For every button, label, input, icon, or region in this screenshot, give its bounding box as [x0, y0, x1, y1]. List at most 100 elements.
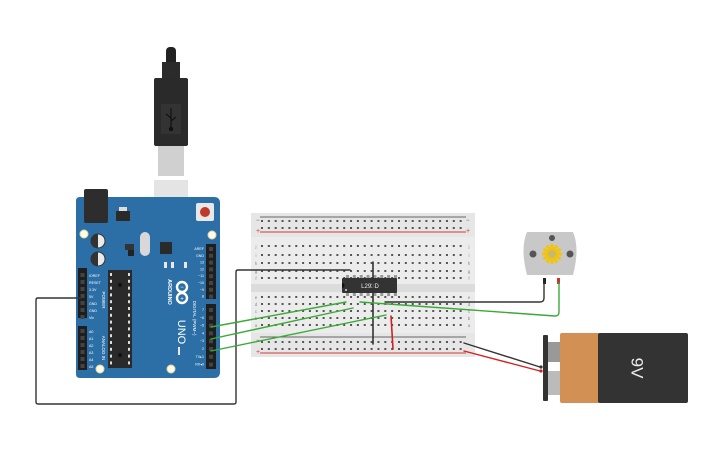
breadboard-hole[interactable]: [411, 341, 414, 343]
header-socket[interactable]: [80, 357, 85, 361]
breadboard-hole[interactable]: [350, 310, 353, 312]
header-socket[interactable]: [80, 294, 85, 298]
breadboard-hole[interactable]: [336, 262, 339, 264]
breadboard-hole[interactable]: [445, 341, 448, 343]
breadboard-hole[interactable]: [308, 296, 311, 298]
breadboard-hole[interactable]: [391, 262, 394, 264]
breadboard-hole[interactable]: [288, 317, 291, 319]
breadboard-hole[interactable]: [404, 220, 407, 222]
breadboard-hole[interactable]: [267, 317, 270, 319]
breadboard-hole[interactable]: [432, 303, 435, 305]
breadboard-hole[interactable]: [302, 227, 305, 229]
breadboard-hole[interactable]: [384, 245, 387, 247]
breadboard-hole[interactable]: [404, 270, 407, 272]
breadboard-hole[interactable]: [261, 262, 263, 264]
breadboard-hole[interactable]: [452, 245, 455, 247]
breadboard-hole[interactable]: [452, 317, 455, 319]
breadboard-hole[interactable]: [363, 317, 366, 319]
breadboard-hole[interactable]: [267, 324, 270, 326]
breadboard-hole[interactable]: [398, 270, 400, 272]
breadboard-hole[interactable]: [377, 220, 380, 222]
breadboard-hole[interactable]: [404, 245, 407, 247]
breadboard-hole[interactable]: [398, 303, 400, 305]
breadboard-hole[interactable]: [302, 303, 305, 305]
breadboard-hole[interactable]: [281, 324, 284, 326]
breadboard-hole[interactable]: [343, 348, 346, 350]
breadboard-hole[interactable]: [432, 341, 435, 343]
header-socket[interactable]: [209, 315, 213, 320]
breadboard-hole[interactable]: [363, 341, 366, 343]
breadboard-hole[interactable]: [363, 310, 366, 312]
breadboard-hole[interactable]: [329, 254, 332, 256]
breadboard-hole[interactable]: [404, 227, 407, 229]
breadboard-hole[interactable]: [343, 270, 346, 272]
breadboard-hole[interactable]: [439, 296, 442, 298]
breadboard-hole[interactable]: [445, 227, 448, 229]
breadboard-hole[interactable]: [418, 220, 421, 222]
breadboard-hole[interactable]: [302, 296, 305, 298]
breadboard-hole[interactable]: [295, 270, 298, 272]
breadboard-hole[interactable]: [432, 270, 435, 272]
breadboard-hole[interactable]: [295, 296, 298, 298]
breadboard-hole[interactable]: [302, 254, 305, 256]
breadboard-hole[interactable]: [322, 220, 325, 222]
breadboard-hole[interactable]: [295, 254, 298, 256]
breadboard-hole[interactable]: [459, 296, 462, 298]
breadboard-hole[interactable]: [363, 348, 366, 350]
breadboard-hole[interactable]: [411, 270, 414, 272]
header-socket[interactable]: [209, 260, 213, 265]
breadboard-hole[interactable]: [267, 296, 270, 298]
breadboard-hole[interactable]: [356, 254, 359, 256]
breadboard-hole[interactable]: [439, 227, 442, 229]
breadboard-hole[interactable]: [425, 303, 428, 305]
breadboard-hole[interactable]: [295, 277, 298, 279]
breadboard-hole[interactable]: [370, 303, 373, 305]
breadboard-hole[interactable]: [308, 262, 311, 264]
breadboard-hole[interactable]: [452, 254, 455, 256]
header-socket[interactable]: [209, 247, 213, 251]
breadboard-hole[interactable]: [343, 220, 346, 222]
breadboard-hole[interactable]: [411, 310, 414, 312]
breadboard-hole[interactable]: [418, 262, 421, 264]
breadboard-hole[interactable]: [398, 341, 400, 343]
breadboard-hole[interactable]: [356, 296, 359, 298]
header-socket[interactable]: [209, 339, 213, 344]
breadboard-hole[interactable]: [274, 262, 277, 264]
breadboard-hole[interactable]: [439, 262, 442, 264]
header-socket[interactable]: [209, 331, 213, 336]
breadboard-hole[interactable]: [322, 227, 325, 229]
breadboard-hole[interactable]: [329, 317, 332, 319]
breadboard-hole[interactable]: [439, 317, 442, 319]
breadboard-hole[interactable]: [308, 227, 311, 229]
breadboard-hole[interactable]: [439, 270, 442, 272]
breadboard-hole[interactable]: [370, 254, 373, 256]
breadboard-hole[interactable]: [432, 254, 435, 256]
wire-battery-positive[interactable]: [463, 350, 541, 372]
breadboard-hole[interactable]: [432, 220, 435, 222]
breadboard-hole[interactable]: [329, 303, 332, 305]
breadboard-hole[interactable]: [411, 296, 414, 298]
header-socket[interactable]: [80, 315, 85, 319]
breadboard-hole[interactable]: [418, 277, 421, 279]
breadboard-hole[interactable]: [452, 296, 455, 298]
breadboard-hole[interactable]: [315, 277, 318, 279]
breadboard-hole[interactable]: [329, 262, 332, 264]
breadboard-hole[interactable]: [370, 245, 373, 247]
breadboard-hole[interactable]: [281, 296, 284, 298]
header-socket[interactable]: [80, 343, 85, 347]
breadboard-hole[interactable]: [288, 262, 291, 264]
breadboard-hole[interactable]: [315, 348, 318, 350]
breadboard-hole[interactable]: [384, 324, 387, 326]
breadboard-hole[interactable]: [377, 348, 380, 350]
breadboard-hole[interactable]: [288, 324, 291, 326]
breadboard-hole[interactable]: [343, 341, 346, 343]
breadboard-hole[interactable]: [452, 324, 455, 326]
breadboard-hole[interactable]: [439, 303, 442, 305]
breadboard-hole[interactable]: [363, 245, 366, 247]
breadboard-hole[interactable]: [302, 277, 305, 279]
breadboard-hole[interactable]: [377, 324, 380, 326]
breadboard-hole[interactable]: [261, 254, 263, 256]
breadboard-hole[interactable]: [377, 245, 380, 247]
breadboard-hole[interactable]: [459, 262, 462, 264]
